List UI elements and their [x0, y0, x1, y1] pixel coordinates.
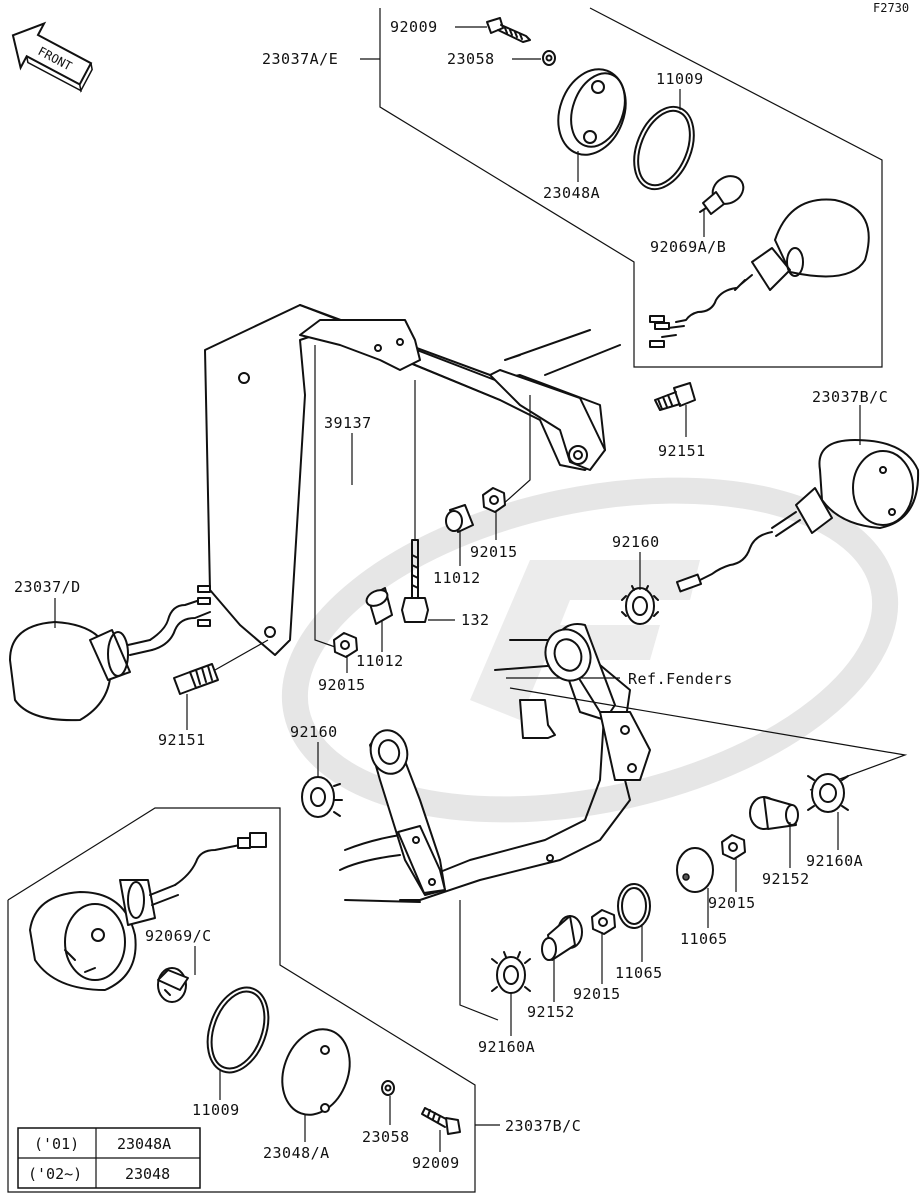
model-year-table: ('01) 23048A ('02~) 23048 — [17, 1127, 201, 1189]
label-92160-left: 92160 — [290, 723, 338, 741]
oring-11009-bot — [206, 986, 270, 1074]
nut-92015-b — [333, 632, 358, 658]
label-ref-fenders: Ref.Fenders — [628, 670, 733, 688]
nut-23058-bot — [381, 1080, 395, 1096]
label-39137: 39137 — [324, 414, 372, 432]
label-92151-left: 92151 — [158, 731, 206, 749]
grommet-92160a-right — [807, 773, 849, 813]
label-92160a-mid: 92160A — [478, 1038, 535, 1056]
label-23037bc-top: 23037B/C — [812, 388, 888, 406]
turn-signal-23037d — [9, 585, 211, 722]
label-23037bc-bot: 23037B/C — [505, 1117, 581, 1135]
label-92015-a: 92015 — [470, 543, 518, 561]
bulb-92069ab — [699, 175, 745, 215]
label-92015-c: 92015 — [708, 894, 756, 912]
label-23037d: 23037/D — [14, 578, 81, 596]
cap-11065-b — [617, 883, 651, 929]
label-23058-top: 23058 — [447, 50, 495, 68]
table-row-1-part: 23048A — [117, 1135, 171, 1153]
front-arrow-icon: FRONT — [11, 21, 93, 93]
leader-92151-left-align — [214, 639, 269, 671]
label-92015-b: 92015 — [318, 676, 366, 694]
label-92069c: 92069/C — [145, 927, 212, 945]
label-92015-d: 92015 — [573, 985, 621, 1003]
label-11012-a: 11012 — [433, 569, 481, 587]
table-row-1-year: ('01) — [34, 1135, 79, 1153]
stay-arm-right-collar — [544, 628, 592, 682]
label-132: 132 — [461, 611, 490, 629]
grommet-92160a-mid — [491, 951, 531, 994]
collar-92152-mid — [541, 915, 583, 961]
label-11012-b: 11012 — [356, 652, 404, 670]
turn-signal-housing-bottom — [29, 832, 267, 991]
bolt-92151-left — [173, 663, 219, 695]
leader-ref-right — [509, 687, 908, 791]
oring-11009-top — [633, 105, 695, 191]
label-92160-top: 92160 — [612, 533, 660, 551]
bolt-92151-right — [654, 382, 696, 411]
nut-92015-a — [482, 487, 506, 513]
bushing-11012-a — [445, 504, 474, 533]
lens-cover-23048a — [557, 68, 627, 156]
label-11009-top: 11009 — [656, 70, 704, 88]
lens-cover-23048-a — [281, 1028, 351, 1116]
label-92151-right: 92151 — [658, 442, 706, 460]
leader-bracket-right — [501, 395, 531, 506]
turn-signal-23037bc-top — [675, 439, 920, 593]
collar-92152-right — [749, 796, 799, 830]
label-11065-a: 11065 — [680, 930, 728, 948]
bracket-39137 — [204, 304, 621, 656]
nut-92015-c — [721, 834, 746, 860]
screw-92009-top — [486, 17, 531, 43]
table-row-2-part: 23048 — [125, 1165, 170, 1183]
grommet-92160-left — [301, 776, 343, 818]
figure-code: F2730 — [873, 1, 909, 15]
nut-92015-d — [591, 909, 616, 935]
label-92009-top: 92009 — [390, 18, 438, 36]
assembly-frame-top — [379, 7, 883, 368]
label-11065-b: 11065 — [615, 964, 663, 982]
cap-11065-a — [676, 847, 714, 893]
label-92069ab: 92069A/B — [650, 238, 726, 256]
label-23048a: 23048A — [543, 184, 600, 202]
label-92160a-right: 92160A — [806, 852, 863, 870]
leader-bracket-left — [314, 345, 339, 649]
label-23058-bot: 23058 — [362, 1128, 410, 1146]
label-23037ae: 23037A/E — [262, 50, 338, 68]
table-row-2-year: ('02~) — [28, 1165, 82, 1183]
stay-arm-left — [369, 729, 446, 896]
label-11009-bot: 11009 — [192, 1101, 240, 1119]
nut-23058-top — [542, 50, 556, 66]
label-92152-mid: 92152 — [527, 1003, 575, 1021]
label-92152-right: 92152 — [762, 870, 810, 888]
screw-92009-bot — [421, 1107, 461, 1135]
label-23048-a: 23048/A — [263, 1144, 330, 1162]
bushing-11012-b — [365, 587, 393, 625]
turn-signal-housing-top — [649, 198, 870, 348]
leader-92160a-mid-frame — [459, 900, 499, 1021]
grommet-92160-top — [621, 585, 659, 625]
label-92009-bot: 92009 — [412, 1154, 460, 1172]
bulb-92069c — [157, 967, 189, 1003]
assembly-frame-bottom — [7, 807, 476, 1193]
